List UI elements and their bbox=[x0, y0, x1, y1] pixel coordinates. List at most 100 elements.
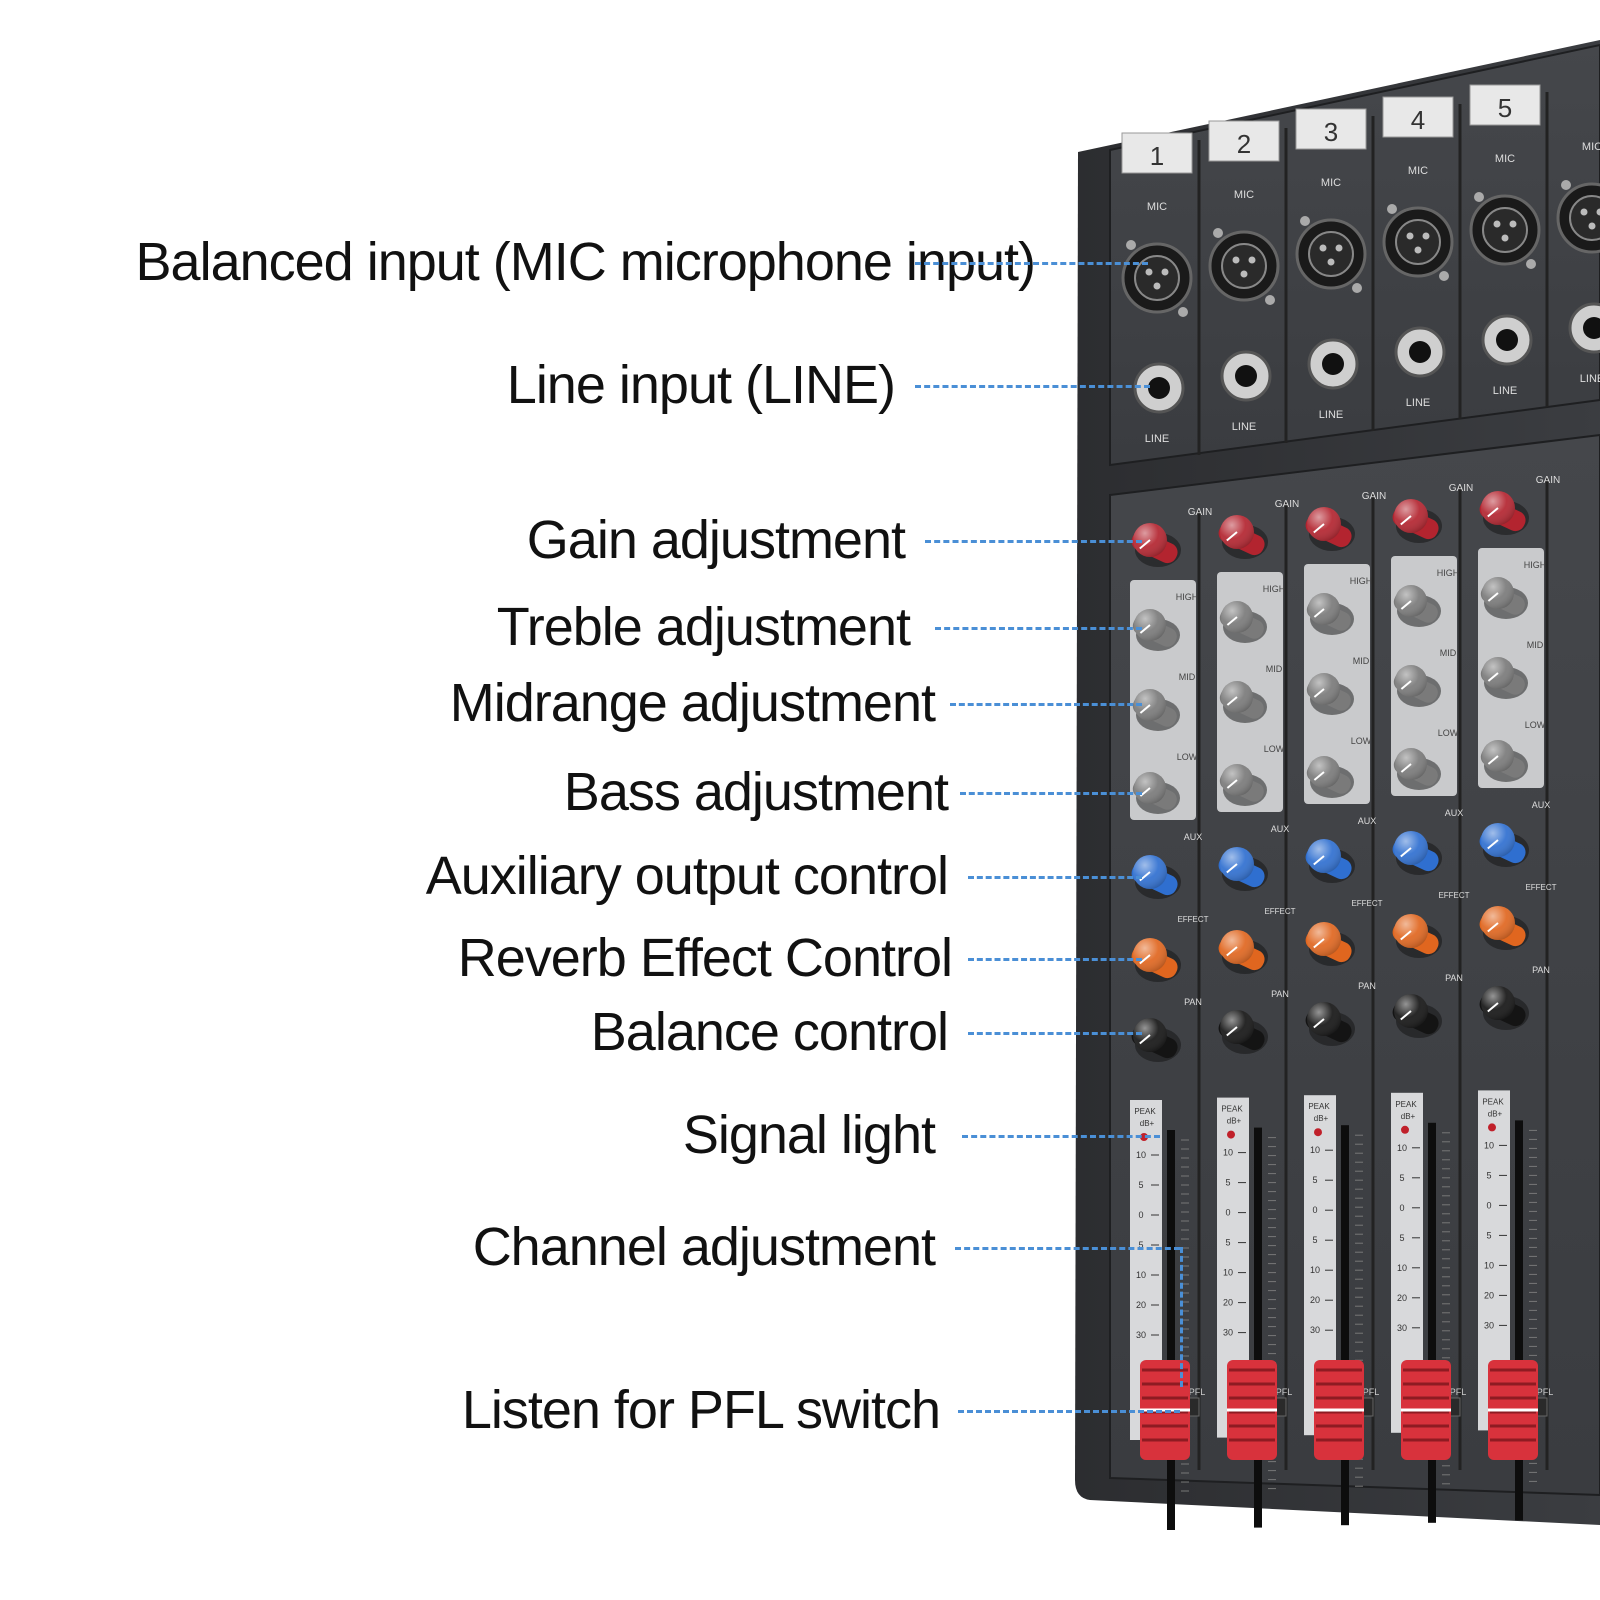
mid-knob[interactable] bbox=[1130, 689, 1180, 731]
knob-pointer bbox=[1139, 539, 1151, 550]
pan-knob[interactable] bbox=[1129, 1018, 1181, 1062]
leader-line bbox=[925, 540, 1142, 543]
fader-scale-mark: 10 bbox=[1484, 1140, 1494, 1150]
mid-label: MID bbox=[1353, 656, 1370, 666]
aux-knob[interactable] bbox=[1129, 855, 1181, 899]
gain-knob[interactable] bbox=[1129, 523, 1181, 567]
mid-knob[interactable] bbox=[1304, 673, 1354, 715]
mic-label: MIC bbox=[1495, 153, 1515, 165]
effect-knob[interactable] bbox=[1129, 938, 1181, 982]
fader-scale-mark: 20 bbox=[1484, 1290, 1494, 1300]
leader-line bbox=[955, 1247, 1180, 1250]
gain-knob[interactable] bbox=[1390, 499, 1442, 543]
fader-scale-mark: 0 bbox=[1225, 1208, 1230, 1218]
bass-knob[interactable] bbox=[1217, 764, 1267, 806]
effect-knob[interactable] bbox=[1303, 922, 1355, 966]
xlr-pin bbox=[1588, 222, 1596, 230]
aux-knob[interactable] bbox=[1216, 847, 1268, 891]
mic-label: MIC bbox=[1408, 165, 1428, 177]
leader-line bbox=[958, 1410, 1180, 1413]
knob-pointer bbox=[1313, 523, 1325, 534]
xlr-pin bbox=[1145, 268, 1153, 276]
mid-label: MID bbox=[1266, 664, 1283, 674]
signal-light bbox=[1401, 1125, 1409, 1134]
fader-scale-mark: 5 bbox=[1138, 1180, 1143, 1190]
gain-label: GAIN bbox=[1188, 507, 1212, 518]
xlr-screw bbox=[1474, 192, 1484, 202]
pan-knob[interactable] bbox=[1477, 986, 1529, 1030]
fader-scale-mark: 0 bbox=[1312, 1205, 1317, 1215]
fader-slot bbox=[1341, 1125, 1349, 1526]
db-label: dB+ bbox=[1488, 1109, 1503, 1118]
treble-knob[interactable] bbox=[1478, 577, 1528, 619]
gain-knob[interactable] bbox=[1477, 491, 1529, 535]
effect-knob[interactable] bbox=[1216, 930, 1268, 974]
gain-knob[interactable] bbox=[1303, 507, 1355, 551]
xlr-pin bbox=[1596, 208, 1600, 216]
fader-scale-mark: 5 bbox=[1225, 1238, 1230, 1248]
mid-knob[interactable] bbox=[1478, 657, 1528, 699]
xlr-pin bbox=[1240, 270, 1248, 278]
pan-knob[interactable] bbox=[1390, 994, 1442, 1038]
treble-knob[interactable] bbox=[1217, 601, 1267, 643]
channel-fader[interactable] bbox=[1488, 1360, 1538, 1460]
channel-number: 1 bbox=[1150, 141, 1164, 171]
gain-knob[interactable] bbox=[1216, 515, 1268, 559]
fader-scale-mark: 10 bbox=[1223, 1148, 1233, 1158]
knob-pointer bbox=[1313, 608, 1325, 618]
fader-scale-mark: 20 bbox=[1397, 1293, 1407, 1303]
treble-knob[interactable] bbox=[1391, 585, 1441, 627]
fader-scale-mark: 5 bbox=[1138, 1240, 1143, 1250]
bass-knob[interactable] bbox=[1304, 756, 1354, 798]
mid-knob[interactable] bbox=[1391, 665, 1441, 707]
knob-pointer bbox=[1487, 1002, 1499, 1013]
channel-fader[interactable] bbox=[1227, 1360, 1277, 1460]
gain-label: GAIN bbox=[1362, 491, 1386, 502]
channel-fader[interactable] bbox=[1314, 1360, 1364, 1460]
signal-light bbox=[1227, 1130, 1235, 1139]
pan-knob[interactable] bbox=[1216, 1010, 1268, 1054]
xlr-screw bbox=[1178, 307, 1188, 317]
bass-knob[interactable] bbox=[1478, 740, 1528, 782]
mic-label: MIC bbox=[1147, 201, 1167, 213]
leader-line bbox=[962, 1135, 1160, 1138]
fader-scale-mark: 5 bbox=[1225, 1178, 1230, 1188]
effect-knob[interactable] bbox=[1390, 914, 1442, 958]
line-label: LINE bbox=[1493, 385, 1517, 397]
bass-knob[interactable] bbox=[1391, 748, 1441, 790]
mid-knob[interactable] bbox=[1217, 681, 1267, 723]
fader-scale-mark: 10 bbox=[1397, 1263, 1407, 1273]
knob-pointer bbox=[1226, 946, 1238, 957]
channel-number-tab bbox=[1121, 132, 1193, 174]
aux-knob[interactable] bbox=[1303, 839, 1355, 883]
line-jack-hole bbox=[1409, 341, 1431, 363]
treble-label: HIGH bbox=[1437, 568, 1460, 578]
channel-number: 3 bbox=[1324, 117, 1338, 147]
db-label: dB+ bbox=[1140, 1119, 1155, 1128]
aux-knob[interactable] bbox=[1477, 823, 1529, 867]
aux-knob[interactable] bbox=[1390, 831, 1442, 875]
mic-label: MIC bbox=[1321, 177, 1341, 189]
bass-knob[interactable] bbox=[1130, 772, 1180, 814]
xlr-pin bbox=[1232, 256, 1240, 264]
treble-knob[interactable] bbox=[1304, 593, 1354, 635]
pan-knob[interactable] bbox=[1303, 1002, 1355, 1046]
knob-pointer bbox=[1487, 922, 1499, 933]
fader-scale-mark: 5 bbox=[1312, 1235, 1317, 1245]
channel-fader[interactable] bbox=[1401, 1360, 1451, 1460]
knob-pointer bbox=[1313, 855, 1325, 866]
fader-scale-mark: 30 bbox=[1310, 1325, 1320, 1335]
line-jack-hole bbox=[1583, 317, 1600, 339]
fader-scale-mark: 10 bbox=[1397, 1143, 1407, 1153]
fader-scale-mark: 5 bbox=[1486, 1170, 1491, 1180]
effect-knob[interactable] bbox=[1477, 906, 1529, 950]
callout-label: Gain adjustment bbox=[526, 510, 906, 570]
xlr-jack-inner bbox=[1308, 231, 1354, 277]
xlr-jack-inner bbox=[1482, 207, 1528, 253]
line-jack-hole bbox=[1322, 353, 1344, 375]
aux-label: AUX bbox=[1358, 816, 1377, 826]
treble-knob[interactable] bbox=[1130, 609, 1180, 651]
mid-label: MID bbox=[1440, 648, 1457, 658]
knob-pointer bbox=[1487, 755, 1499, 765]
knob-pointer bbox=[1400, 763, 1412, 773]
